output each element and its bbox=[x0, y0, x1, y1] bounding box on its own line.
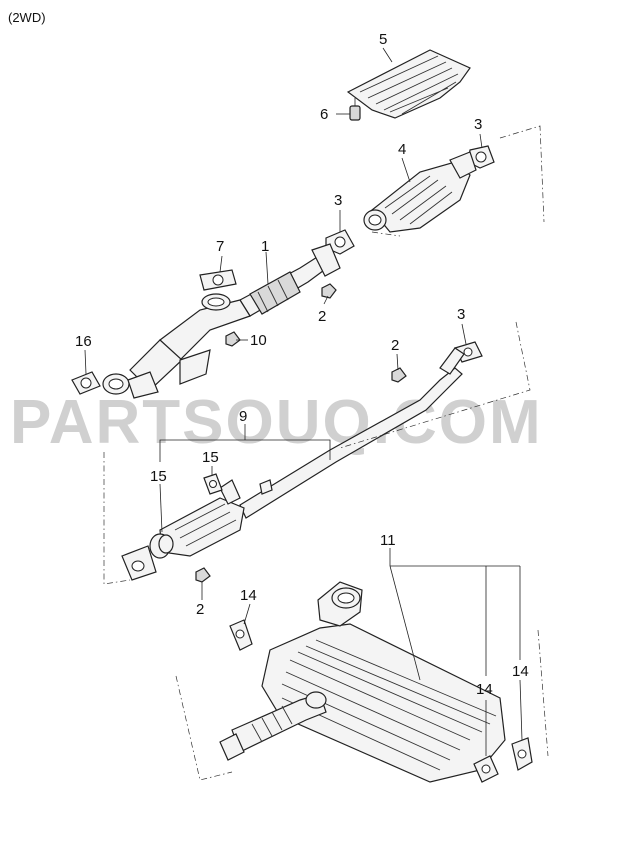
callout-3-middle: 3 bbox=[334, 192, 342, 209]
front-pipe bbox=[129, 243, 341, 391]
callout-1: 1 bbox=[261, 238, 269, 255]
callout-3-lower: 3 bbox=[457, 306, 465, 323]
assembly-outline-rear bbox=[175, 629, 549, 781]
muffler-hanger-rear-left bbox=[473, 755, 499, 783]
callout-9: 9 bbox=[239, 408, 247, 425]
callout-2-lower: 2 bbox=[196, 601, 204, 618]
callout-10: 10 bbox=[250, 332, 267, 349]
callout-5: 5 bbox=[379, 31, 387, 48]
bolt bbox=[349, 98, 361, 121]
front-catalytic-converter bbox=[363, 151, 477, 233]
callout-7: 7 bbox=[216, 238, 224, 255]
callout-4: 4 bbox=[398, 141, 406, 158]
main-muffler bbox=[219, 581, 506, 783]
gasket-flange bbox=[199, 269, 237, 291]
watermark: PARTSOUQ.COM bbox=[10, 388, 543, 457]
callout-15-right: 15 bbox=[202, 449, 219, 466]
manifold-flange bbox=[102, 371, 159, 399]
hanger-front bbox=[158, 534, 174, 554]
callout-16: 16 bbox=[75, 333, 92, 350]
callout-14-rear-left: 14 bbox=[476, 681, 493, 698]
callout-14-front: 14 bbox=[240, 587, 257, 604]
callout-3-upper: 3 bbox=[474, 116, 482, 133]
nut-upper bbox=[321, 283, 337, 299]
gasket-middle bbox=[325, 229, 355, 255]
leader-lines bbox=[84, 47, 523, 756]
nut-center bbox=[391, 367, 407, 383]
callout-6: 6 bbox=[320, 106, 328, 123]
hanger-center bbox=[203, 473, 223, 495]
callout-14-rear-right: 14 bbox=[512, 663, 529, 680]
gasket-manifold bbox=[71, 371, 101, 395]
assembly-outline-center bbox=[103, 321, 531, 585]
nut-flange bbox=[225, 331, 241, 347]
callout-2-center: 2 bbox=[391, 337, 399, 354]
callout-2-upper: 2 bbox=[318, 308, 326, 325]
nut-lower bbox=[195, 567, 211, 583]
center-pipe bbox=[121, 347, 465, 581]
callout-15-left: 15 bbox=[150, 468, 167, 485]
muffler-hanger-front bbox=[229, 619, 253, 651]
heat-protector bbox=[346, 49, 471, 119]
variant-label: (2WD) bbox=[8, 10, 46, 25]
muffler-hanger-rear-right bbox=[511, 737, 533, 771]
callout-11: 11 bbox=[380, 532, 396, 549]
assembly-outline-front bbox=[371, 125, 545, 237]
